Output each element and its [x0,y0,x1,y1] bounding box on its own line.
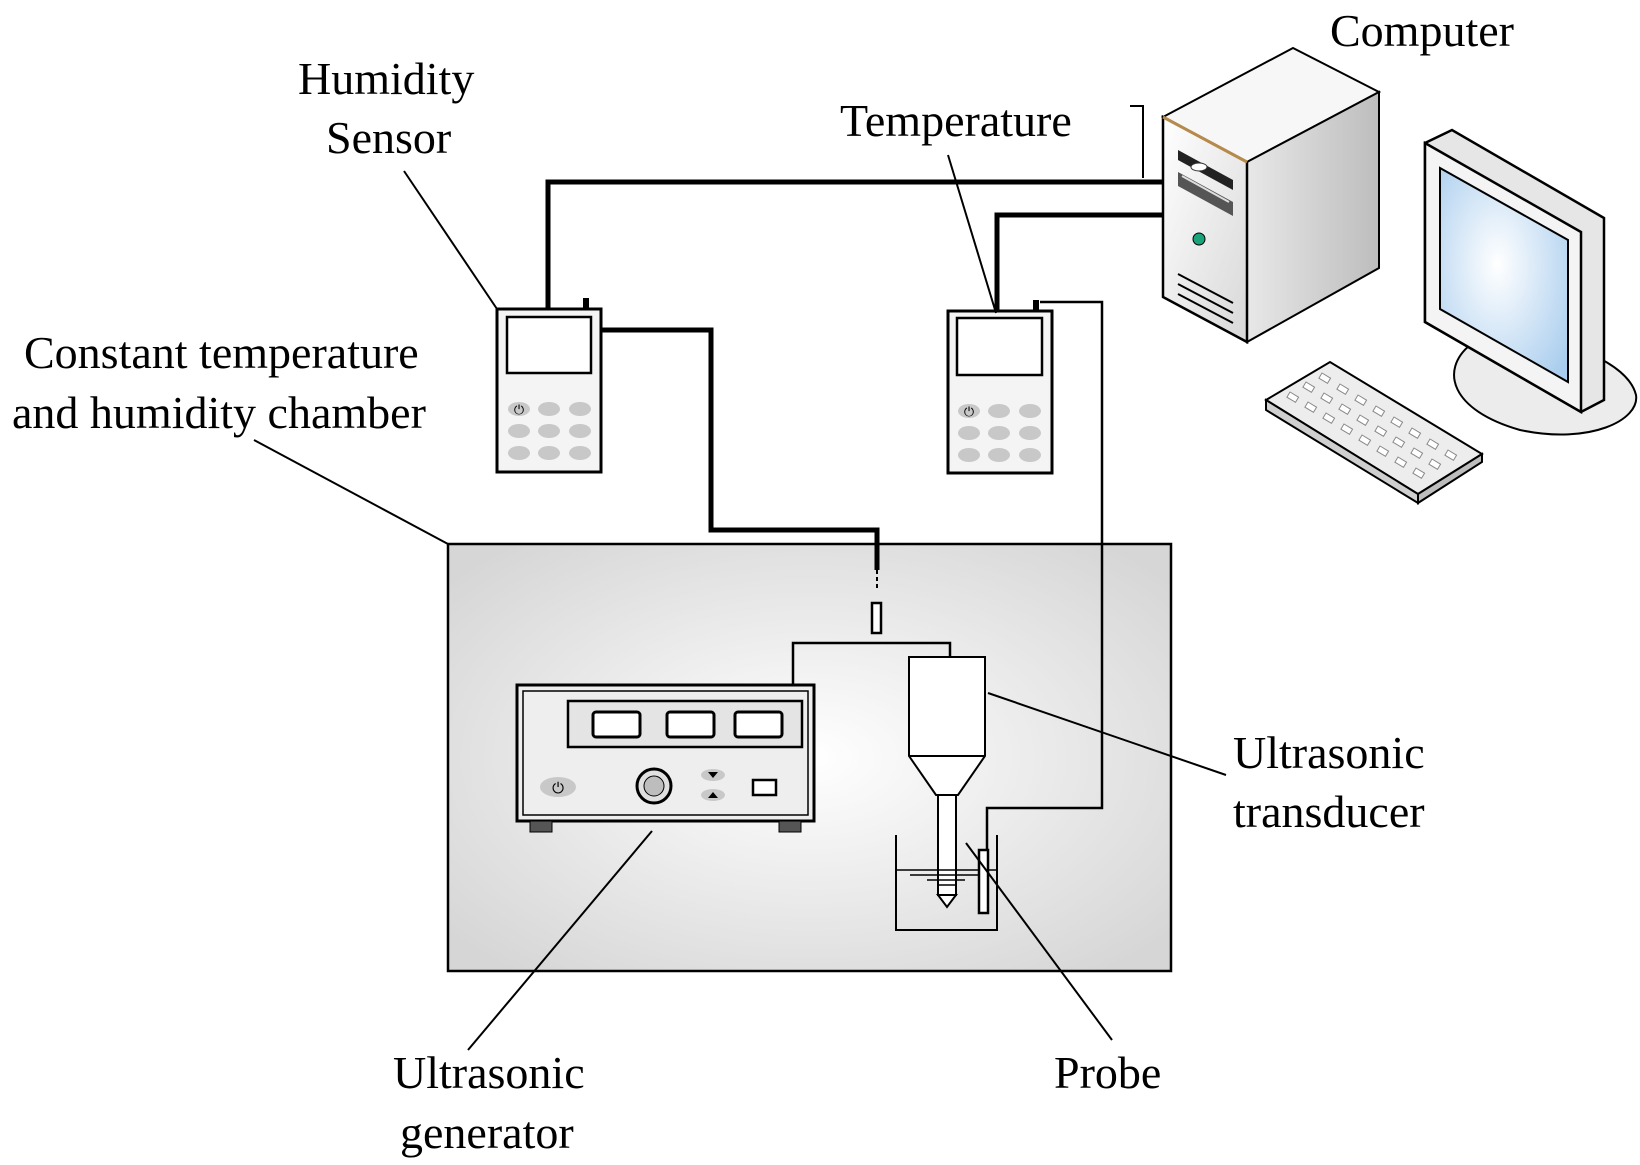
chamber-leader [253,439,449,545]
generator-leader [467,830,653,1051]
transducer-leader [987,692,1227,776]
generator-display-1 [591,710,642,739]
triangle-down [708,772,718,778]
temperature-probe-cable [985,300,1104,850]
probe-label: Probe [1054,1047,1161,1098]
temperature-sensor-keypad: ⏻ [958,404,1041,462]
humidity-probe [870,570,883,635]
generator-display-2 [665,710,716,739]
cables [545,179,1166,850]
power-icon: ⏻ [552,779,564,797]
computer-tower [1160,46,1382,345]
humidity-sensor-label-line2: Sensor [326,112,451,163]
generator-to-transducer-cable [791,641,952,685]
chamber-label-line2: and humidity chamber [12,387,426,438]
humidity-sensor-keypad: ⏻ [508,402,591,460]
computer-keyboard [1264,360,1484,505]
ultrasonic-generator: ⏻ [515,683,816,833]
transducer-label-line1: Ultrasonic [1233,727,1425,778]
generator-label-line1: Ultrasonic [393,1047,585,1098]
power-icon: ⏻ [964,405,974,420]
power-icon: ⏻ [514,403,524,418]
humidity-sensor-label-line1: Humidity [298,53,474,104]
humidity-sensor-device: ⏻ [495,298,603,474]
generator-display-3 [733,710,784,739]
probe-leader [965,842,1113,1041]
computer-bracket [1130,105,1144,178]
triangle-up [708,792,718,798]
computer-monitor [1423,128,1638,436]
temperature-sensor-device: ⏻ [946,300,1054,475]
humidity-sensor-leader [403,170,498,310]
temperature-label: Temperature [840,95,1072,146]
humidity-to-computer-cable [545,179,1163,310]
computer-label: Computer [1330,5,1514,56]
temperature-probe [977,848,990,915]
humidity-sensor-probe-cable [600,327,880,570]
generator-label-line2: generator [400,1107,574,1158]
generator-switch [751,778,778,797]
temperature-leader [947,154,997,314]
power-led [1192,232,1206,246]
temperature-to-computer-cable [994,212,1166,312]
transducer-label-line2: transducer [1233,786,1425,837]
chamber-label-line1: Constant temperature [24,327,419,378]
